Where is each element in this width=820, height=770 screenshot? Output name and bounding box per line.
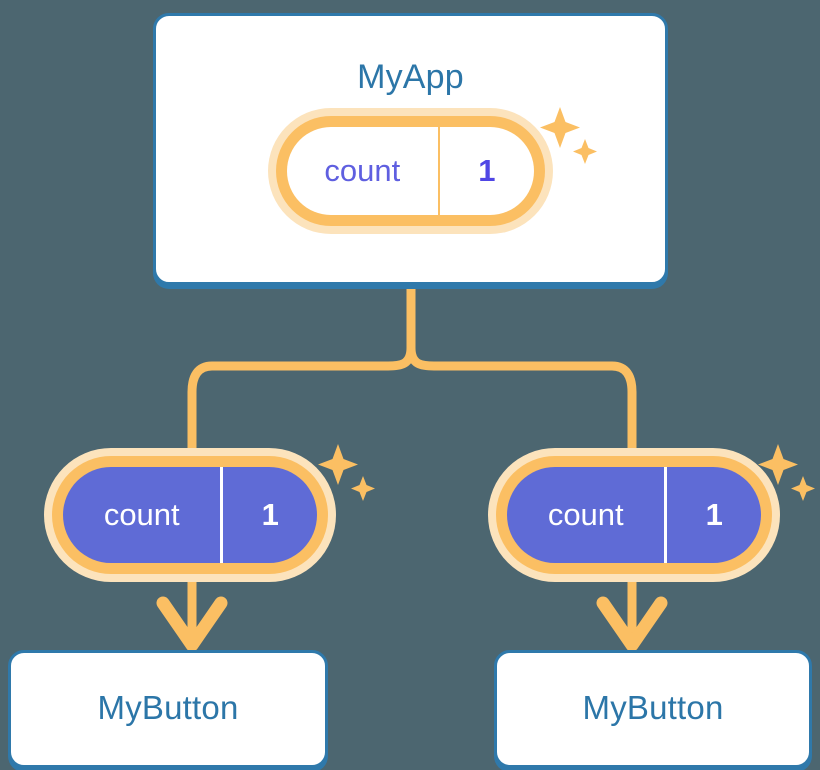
tree-branch-connector — [187, 282, 637, 460]
state-value-label: 1 — [437, 127, 534, 215]
pill-body: count 1 — [287, 127, 534, 215]
state-value-label: 1 — [664, 467, 761, 563]
component-card-label: MyButton — [97, 689, 239, 726]
component-card-label: MyButton — [582, 689, 724, 726]
pill-body: count 1 — [63, 467, 317, 563]
page-title: MyApp — [357, 58, 464, 96]
state-pill-root[interactable]: count 1 — [268, 108, 553, 234]
down-arrow-icon — [156, 571, 228, 652]
pill-body: count 1 — [507, 467, 761, 563]
component-card-mybutton-right[interactable]: MyButton — [494, 650, 812, 768]
state-value-label: 1 — [220, 467, 317, 563]
down-arrow-icon — [596, 571, 668, 652]
state-key-label: count — [103, 497, 180, 532]
component-card-mybutton-left[interactable]: MyButton — [8, 650, 328, 768]
state-key-label: count — [547, 497, 624, 532]
state-pill-child-left[interactable]: count 1 — [44, 448, 336, 582]
state-pill-child-right[interactable]: count 1 — [488, 448, 780, 582]
state-key-label: count — [324, 153, 401, 188]
